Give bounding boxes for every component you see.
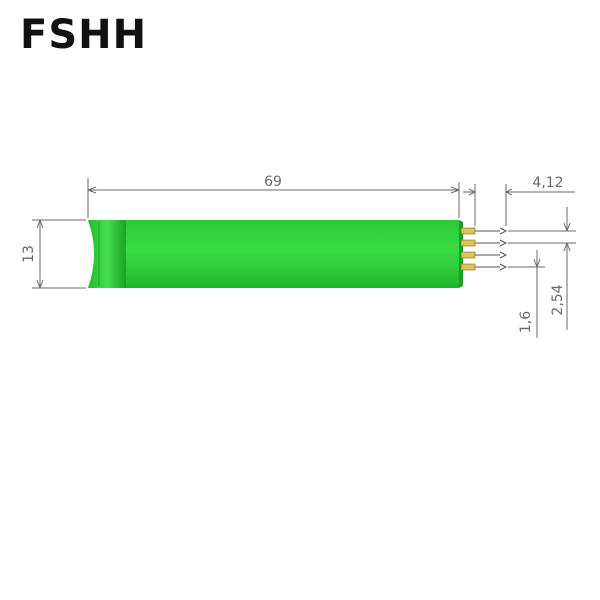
dim-height-label: 13 [21,245,37,263]
dim-pin-offset-label: 1,6 [518,311,534,333]
pin-1 [460,227,476,235]
pin-3 [460,251,476,259]
probe-end-cap [88,220,125,288]
dim-pin-spacing-label: 2,54 [550,284,566,315]
probe-body [88,220,463,288]
probe-main-body [124,220,459,288]
dim-pin-length-label: 4,12 [532,175,563,191]
pin-4 [460,263,476,271]
pin-2 [460,239,476,247]
probe-pins [460,227,508,271]
dimension-lines [32,178,576,338]
brand-logo-text: FSHH [20,12,148,58]
dim-length-label: 69 [264,174,282,190]
